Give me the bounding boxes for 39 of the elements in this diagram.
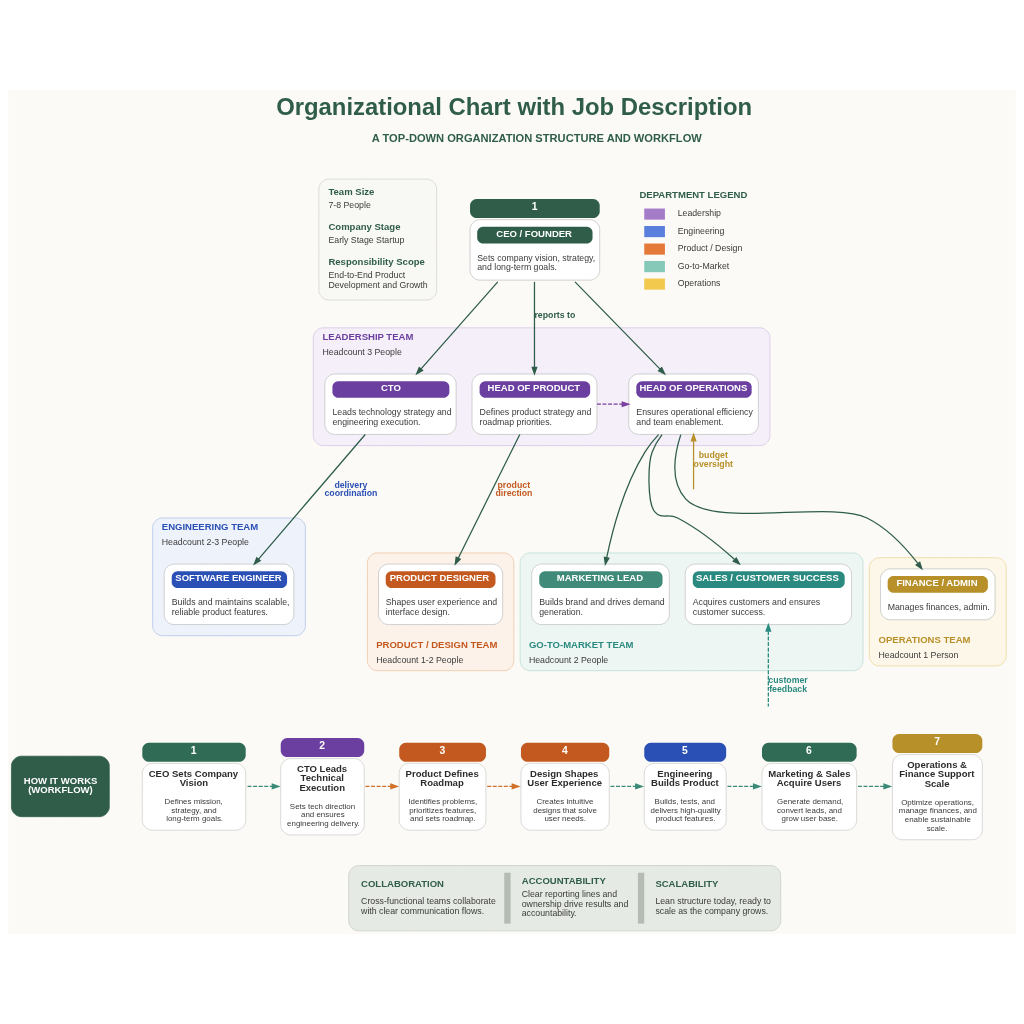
node-box: HOW IT WORKS (WORKFLOW): [11, 755, 110, 818]
arrow: [674, 434, 923, 571]
legend-label: Leadership: [677, 208, 721, 219]
diagram-title: Organizational Chart with Job Description: [276, 92, 753, 120]
node-label: 1: [531, 201, 538, 213]
edge-label: delivery coordination: [324, 479, 378, 499]
arrow: [857, 783, 893, 790]
node-label: 5: [682, 745, 688, 757]
arrow: [609, 783, 645, 790]
legend-label: Operations: [677, 278, 721, 289]
edge-label: customer feedback: [768, 675, 808, 695]
legend-label: Engineering: [677, 225, 725, 236]
node-label: 1: [190, 745, 197, 757]
arrow: [603, 434, 660, 566]
edge-label: reports to: [534, 310, 576, 321]
arrow: [454, 433, 521, 566]
arrow: [531, 281, 538, 376]
legend-label: Product / Design: [677, 243, 743, 254]
arrow: [486, 783, 521, 790]
node-label: 2: [319, 740, 326, 752]
edge-label: product direction: [495, 479, 533, 499]
node-label: 4: [561, 745, 568, 757]
arrow: [574, 281, 666, 376]
arrow: [364, 783, 400, 790]
label: DEPARTMENT LEGEND: [639, 188, 748, 200]
label: A TOP-DOWN ORGANIZATION STRUCTURE AND WORKFLOW: [371, 132, 702, 145]
arrow: [415, 281, 499, 376]
arrow: [648, 434, 741, 566]
arrow: [253, 433, 366, 566]
arrow: [726, 783, 762, 790]
arrow: [596, 401, 631, 408]
arrow: [690, 432, 697, 490]
arrow: [246, 783, 281, 790]
arrow: [765, 622, 772, 708]
node-label: 6: [806, 745, 812, 757]
edge-label: budget oversight: [693, 450, 733, 469]
node-label: 3: [439, 745, 446, 757]
node-label: 7: [934, 736, 940, 748]
legend-label: Go-to-Market: [677, 260, 730, 271]
